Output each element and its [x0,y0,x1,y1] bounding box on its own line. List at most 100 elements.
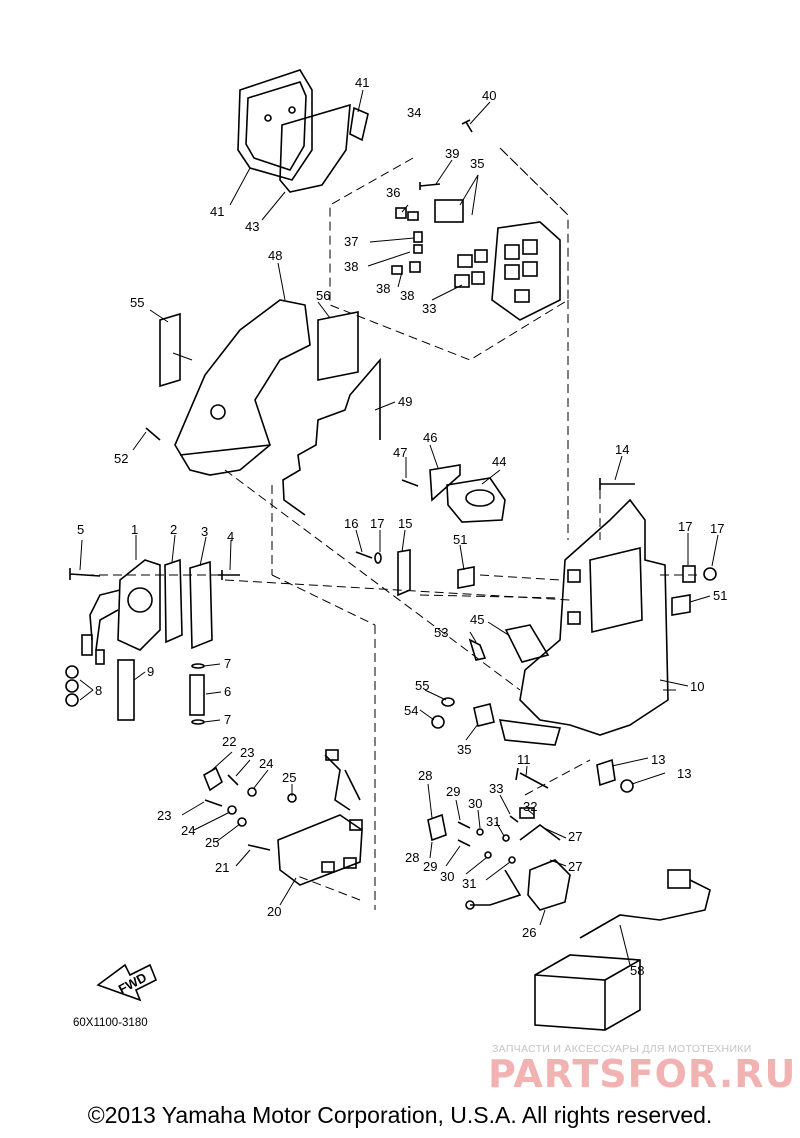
part-45-boot [446,477,506,523]
part-22-cap [203,766,223,792]
callout-20: 20 [267,904,281,919]
part-20-rectifier [277,749,363,886]
callout-40: 39 [445,146,459,161]
callout-47: 46 [423,430,437,445]
callout-37: 33 [422,301,436,316]
callout-48: 47 [393,445,407,460]
part-12-bolt [599,478,635,490]
callout-57: 56 [316,288,330,303]
callout-11: 11 [517,752,531,767]
callout-51: 51 [453,532,467,547]
part-40-screw [419,182,441,190]
part-5-bolt [69,568,101,580]
callout-58: 58 [630,963,644,978]
callout-19: 17 [370,516,384,531]
callout-15: 17 [678,519,692,534]
part-13-grommet [596,758,616,787]
part-8-caps [65,665,79,707]
battery [534,954,641,1031]
callout-30b: 30 [440,869,454,884]
callout-7b: 7 [224,712,231,727]
part-17-clamp [397,549,411,597]
callout-49: 48 [268,248,282,263]
drawing-code: 60X1100-3180 [73,1017,148,1029]
callout-56: 55 [130,295,144,310]
part-58-coupler [667,869,691,889]
callout-23b: 23 [157,808,171,823]
copyright-text: ©2013 Yamaha Motor Corporation, U.S.A. A… [87,1102,713,1128]
part-1-cdi-unit [81,559,161,665]
callout-45: 44 [492,454,506,469]
callout-2: 2 [170,522,177,537]
callout-24b: 24 [181,823,195,838]
part-42-cover [237,69,313,181]
callout-35: 34 [407,105,421,120]
callout-21: 21 [215,860,229,875]
callout-42: 41 [210,204,224,219]
callout-44: 43 [245,219,259,234]
part-41-screw [461,119,473,133]
callout-54: 54 [404,703,418,718]
part-23-24-25-hardware [204,774,297,827]
part-43-clip [349,106,369,142]
callout-34: 35 [457,742,471,757]
callout-27: 27 [568,829,582,844]
part-47-stay [429,464,461,502]
part-34-clip [473,703,495,727]
callout-55: 55 [415,678,429,693]
callout-32: 32 [523,799,537,814]
callout-24: 24 [259,756,273,771]
callout-16: 17 [710,521,724,536]
part-57-plate [317,311,359,381]
callout-38b: 37 [344,234,358,249]
callout-17: 15 [398,516,412,531]
part-2-plate [164,558,183,644]
callout-12: 14 [615,442,629,457]
callout-39: 38 [344,259,358,274]
callout-1: 1 [131,522,138,537]
callout-29b: 29 [423,859,437,874]
callout-13: 13 [651,752,665,767]
callout-numbers: 41 40 34 39 35 36 41 43 37 48 38 38 38 5… [77,75,727,978]
callout-39b: 38 [376,281,390,296]
part-54-nut [431,715,445,729]
callout-7: 7 [224,656,231,671]
callout-33: 33 [489,781,503,796]
part-38-39-terminals [391,207,423,275]
callout-25: 25 [282,770,296,785]
part-50-wire [282,357,381,516]
part-55-washer [441,697,455,707]
callout-46: 45 [470,612,484,627]
part-45-opening [465,489,495,507]
watermark-logo: PARTSFOR.RU [488,1052,797,1096]
part-48-screw [401,479,419,487]
part-52-screw [145,427,161,441]
part-49-bracket [174,299,311,476]
callout-36: 35 [470,156,484,171]
callout-41: 40 [482,88,496,103]
callout-30: 30 [468,796,482,811]
callout-9: 9 [147,664,154,679]
part-10-main-bracket [498,498,669,746]
part-44-gasket [279,103,351,193]
watermark-subtitle: ЗАПЧАСТИ И АКСЕССУАРЫ ДЛЯ МОТОТЕХНИКИ [492,1043,752,1055]
part-21-bolt [247,844,271,851]
part-53-sensor [468,638,487,661]
callout-18: 16 [344,516,358,531]
callout-5: 5 [77,522,84,537]
part-4-bolt [218,570,240,580]
callout-28: 28 [418,768,432,783]
part-16-collar [703,567,717,581]
part-18-screw [355,551,373,559]
part-26-starter-relay [465,859,571,911]
part-27-lead [519,824,561,841]
dashed-reference-lines [85,147,700,910]
part-14-cap [620,779,634,793]
part-11-bolt [515,767,549,789]
callout-14: 13 [677,766,691,781]
part-56-plate [159,312,181,388]
callout-26: 26 [522,925,536,940]
callout-8: 8 [95,683,102,698]
callout-31b: 31 [462,876,476,891]
